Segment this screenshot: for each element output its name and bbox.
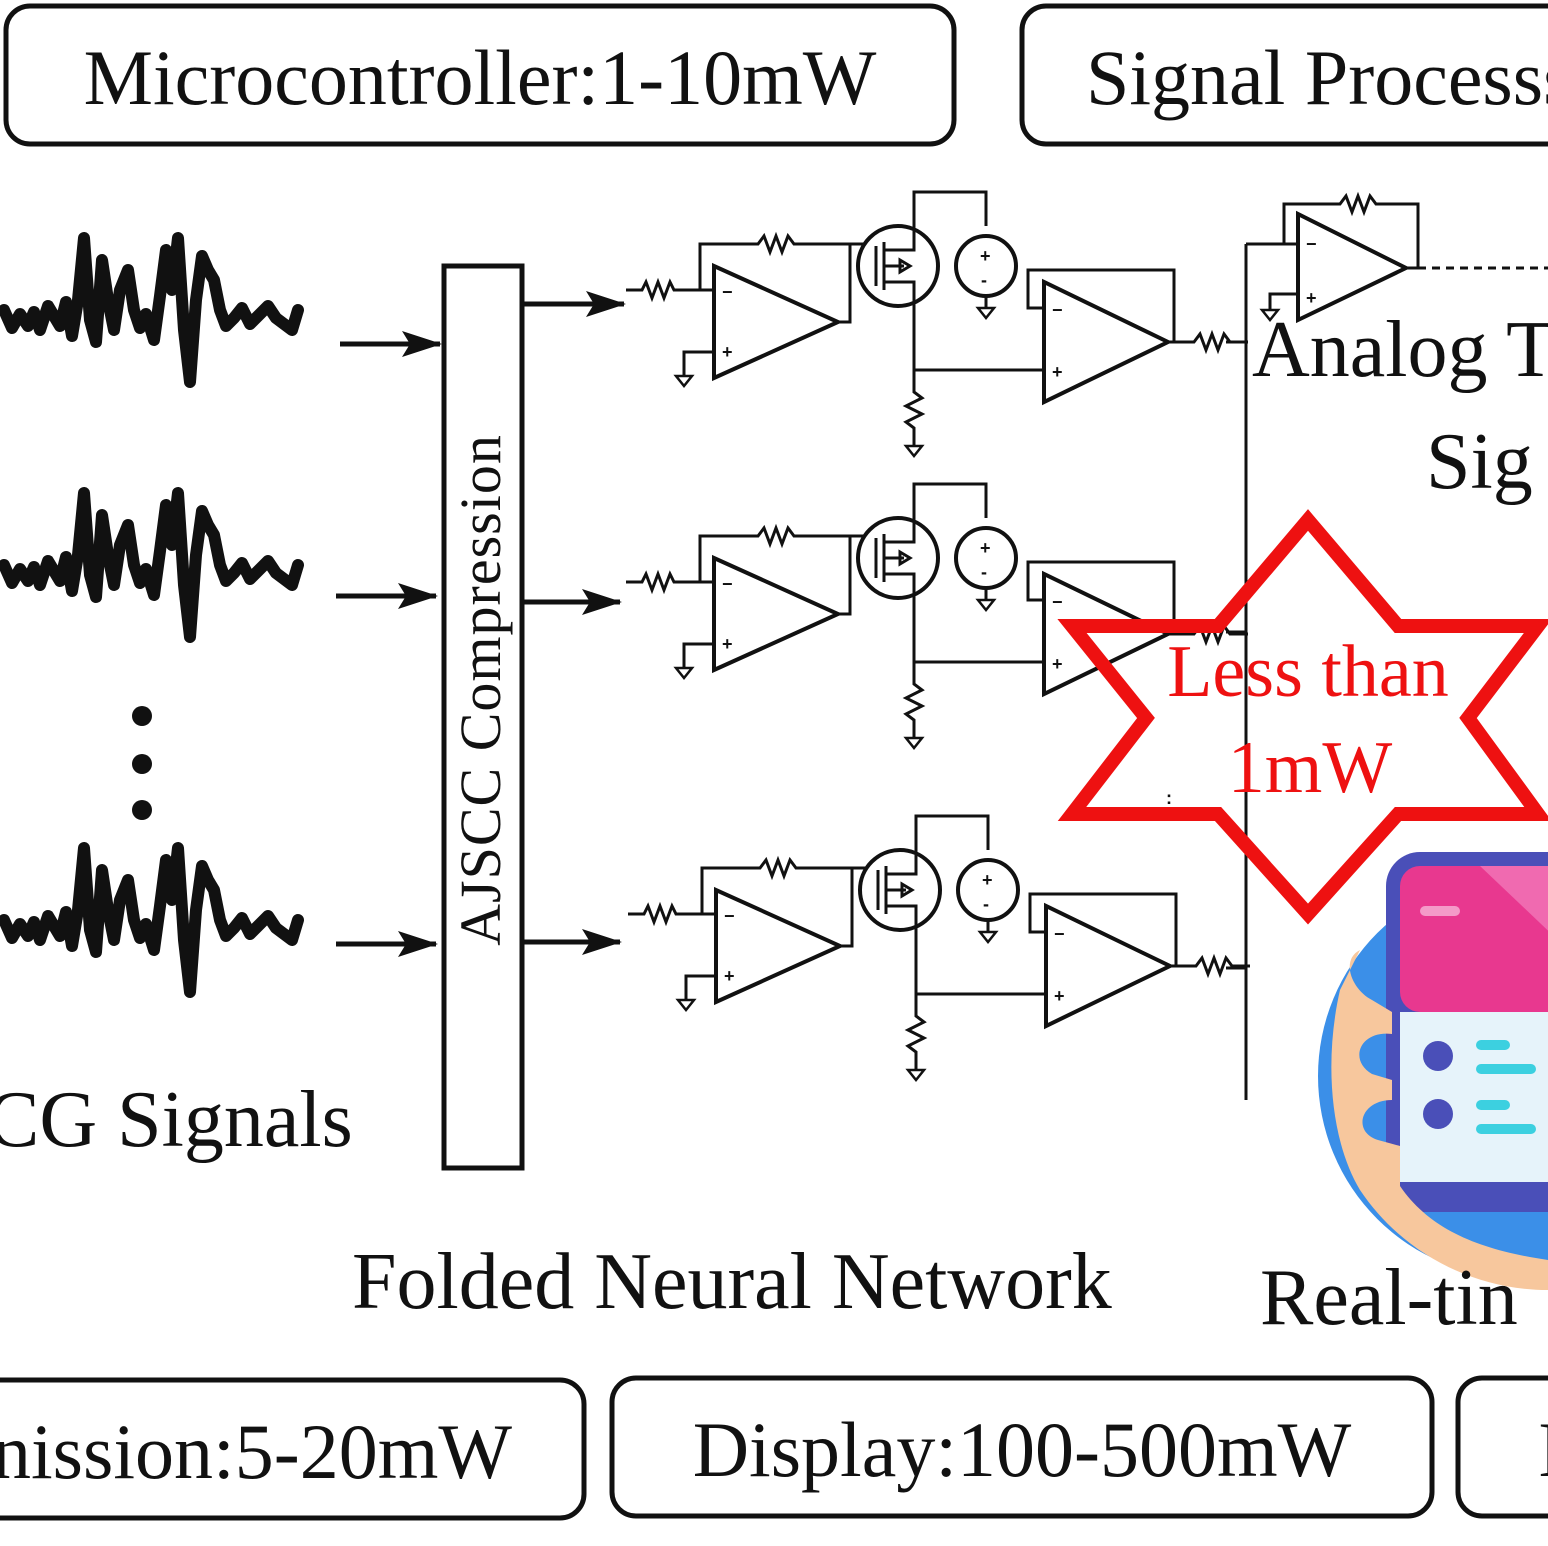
transmission-label: nission:5-20mW: [0, 1408, 512, 1495]
output-amplifier: − +: [1259, 191, 1548, 324]
power-star-badge: Less than 1mW :: [1057, 509, 1548, 925]
ecg-signals-label: CG Signals: [0, 1076, 353, 1164]
signal-processing-label: Signal Processs: [1086, 34, 1548, 121]
ajscc-compression-label: AJSCC Compression: [448, 434, 513, 946]
summing-bus: [1226, 242, 1298, 1100]
microcontroller-label: Microcontroller:1-10mW: [84, 34, 877, 121]
ajscc-compression-block: AJSCC Compression: [441, 263, 525, 1171]
third-bottom-box: I: [1455, 1375, 1548, 1519]
folded-network-label: Folded Neural Network: [352, 1238, 1112, 1326]
star-label-line2: 1mW: [1228, 727, 1393, 809]
svg-text:−: −: [1306, 234, 1317, 254]
analog-label-line1: Analog T: [1252, 306, 1548, 394]
input-arrows: [336, 331, 442, 957]
ecg-waveform-2: [4, 493, 298, 637]
neuron-circuit-3: [626, 814, 1252, 1082]
star-label-line1: Less than: [1167, 631, 1449, 713]
microcontroller-box: Microcontroller:1-10mW: [3, 3, 957, 147]
analog-label-line2: Sig: [1426, 418, 1533, 506]
svg-text:+: +: [1306, 288, 1317, 308]
output-arrows: [520, 291, 626, 955]
third-bottom-label: I: [1538, 1406, 1548, 1493]
ellipsis-dots: [132, 706, 152, 820]
signal-processing-box: Signal Processs: [1019, 3, 1548, 147]
ecg-waveform-1: [4, 238, 298, 382]
smartphone-in-hand-icon: [1318, 852, 1548, 1290]
display-label: Display:100-500mW: [693, 1406, 1352, 1493]
transmission-box: nission:5-20mW: [0, 1377, 587, 1521]
neuron-circuit-1: [624, 190, 1250, 458]
svg-text::: :: [1166, 788, 1172, 808]
realtime-label: Real-tin: [1260, 1254, 1518, 1342]
display-box: Display:100-500mW: [609, 1375, 1435, 1519]
ecg-waveform-3: [4, 848, 298, 992]
neuron-circuit-2: [624, 482, 1250, 750]
